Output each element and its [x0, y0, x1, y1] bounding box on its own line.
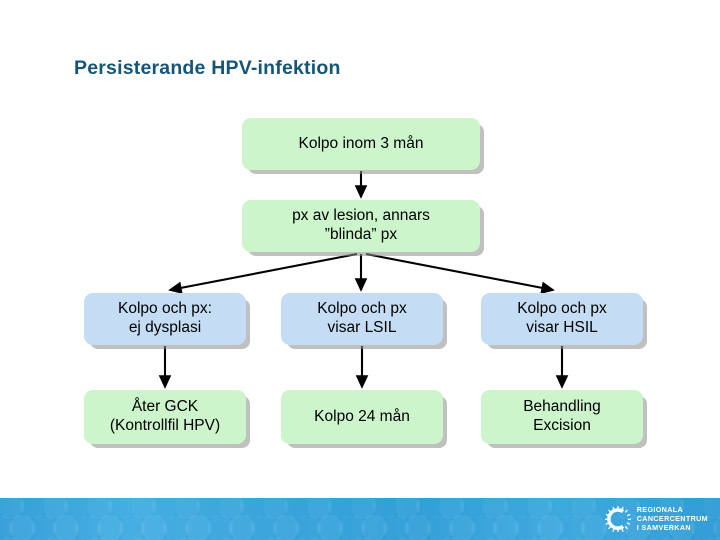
footer-banner: Regionala Cancercentrum i samverkan — [0, 498, 720, 540]
flow-node-behandling: Behandling Excision — [481, 390, 643, 444]
flow-node-label: Kolpo 24 mån — [314, 407, 410, 425]
flow-node-ater-gck: Åter GCK (Kontrollfil HPV) — [84, 390, 246, 444]
flow-node-label: Kolpo och px visar LSIL — [317, 300, 407, 336]
flow-node-visar-hsil: Kolpo och px visar HSIL — [481, 293, 643, 345]
flow-edge-edge-4 — [365, 252, 555, 294]
flow-node-visar-lsil: Kolpo och px visar LSIL — [281, 293, 443, 345]
banner-circle-pattern — [0, 498, 720, 540]
flow-node-label: Kolpo inom 3 mån — [298, 134, 424, 152]
flow-node-label: Behandling Excision — [523, 398, 601, 434]
flow-edge-edge-2 — [168, 252, 358, 294]
flow-node-ej-dysplasi: Kolpo och px: ej dysplasi — [84, 293, 246, 345]
flow-node-label: Kolpo och px: ej dysplasi — [118, 300, 212, 336]
flowchart: Kolpo inom 3 mån px av lesion, annars ”bl… — [84, 118, 643, 444]
rcc-logo-text: Regionala Cancercentrum i samverkan — [636, 505, 708, 532]
flow-node-kolpo-24-man: Kolpo 24 mån — [281, 390, 443, 444]
rcc-circle-icon — [604, 506, 631, 533]
flow-node-px-av-lesion: px av lesion, annars ”blinda” px — [242, 200, 480, 252]
flow-node-label: Åter GCK (Kontrollfil HPV) — [109, 398, 221, 434]
flow-node-label: Kolpo och px visar HSIL — [517, 300, 607, 336]
rcc-logo: Regionala Cancercentrum i samverkan — [604, 505, 708, 533]
page-title: Persisterande HPV-infektion — [74, 57, 341, 79]
flow-node-label: px av lesion, annars ”blinda” px — [292, 207, 430, 243]
flow-node-kolpo-3-man: Kolpo inom 3 mån — [242, 118, 480, 170]
